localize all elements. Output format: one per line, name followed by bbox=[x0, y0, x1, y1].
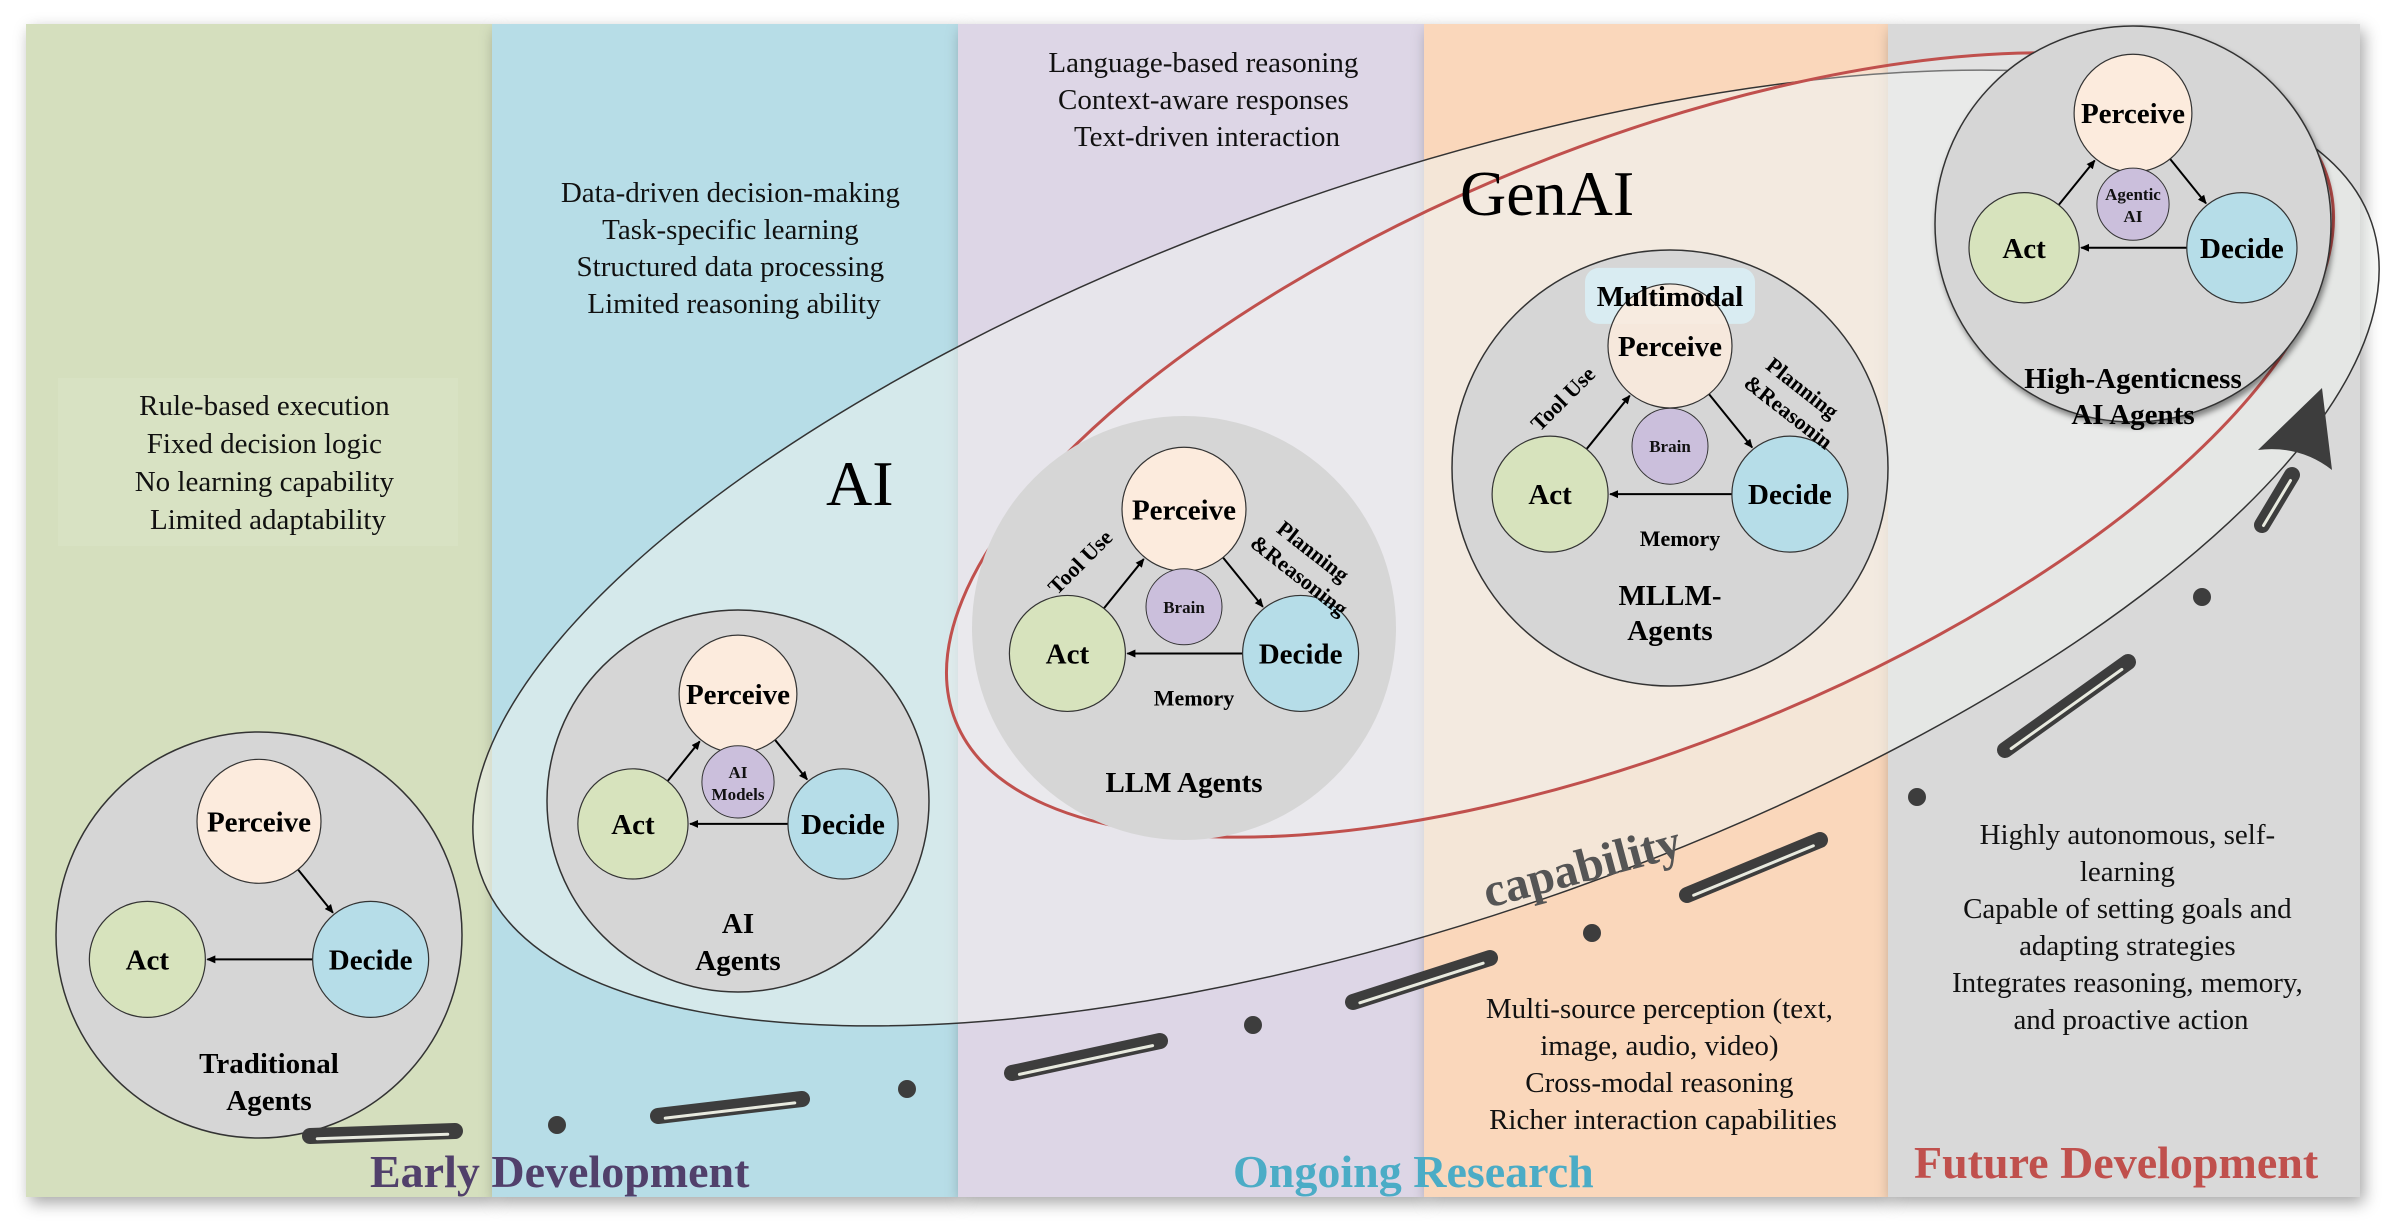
act-label: Act bbox=[2002, 233, 2046, 265]
flow-arrow bbox=[1103, 558, 1145, 609]
agent-title: Agents bbox=[226, 1085, 311, 1117]
trajectory-dot bbox=[1908, 788, 1926, 806]
act-node bbox=[1491, 435, 1609, 553]
agent-title: High-Agenticness bbox=[2024, 363, 2242, 395]
flow-arrow bbox=[2169, 158, 2207, 205]
core-label: Brain bbox=[1163, 598, 1205, 617]
core-node bbox=[2096, 167, 2170, 241]
decide-label: Decide bbox=[329, 944, 413, 976]
future-description: Highly autonomous, self- learning Capabl… bbox=[1952, 819, 2310, 1036]
decide-node bbox=[1241, 594, 1360, 713]
stage-title-future: Future Development bbox=[1914, 1137, 2319, 1188]
llm-description: Language-based reasoning Context-aware r… bbox=[1048, 47, 1365, 153]
multimodal-badge: Multimodal bbox=[1597, 281, 1744, 313]
flow-arrow bbox=[666, 740, 701, 782]
perceive-label: Perceive bbox=[2081, 98, 2185, 130]
agent-title: MLLM- bbox=[1618, 580, 1721, 612]
descriptions: Rule-based execution Fixed decision logi… bbox=[135, 47, 2310, 1136]
flow-arrow bbox=[1585, 394, 1631, 450]
decide-label: Decide bbox=[801, 809, 885, 841]
act-node bbox=[1968, 192, 2080, 304]
core-label: Agentic bbox=[2105, 185, 2161, 204]
decide-label: Decide bbox=[1748, 479, 1832, 511]
trajectory-dot bbox=[1244, 1016, 1262, 1034]
core-node bbox=[701, 745, 775, 819]
flow-arrow bbox=[2057, 159, 2096, 206]
trajectory-dash bbox=[2254, 467, 2300, 533]
ai-region-ellipse bbox=[472, 69, 2380, 1027]
memory-label: Memory bbox=[1154, 685, 1235, 710]
mllm-description: Multi-source perception (text, image, au… bbox=[1486, 993, 1840, 1136]
agent-title: AI bbox=[722, 908, 754, 940]
ai-description: Data-driven decision-making Task-specifi… bbox=[561, 177, 907, 320]
memory-label: Memory bbox=[1640, 526, 1721, 551]
core-node bbox=[1631, 407, 1709, 485]
act-label: Act bbox=[1046, 638, 1090, 670]
flow-arrow bbox=[297, 868, 334, 914]
core-label: AI bbox=[2124, 207, 2143, 226]
trajectory-dot bbox=[2193, 588, 2211, 606]
agent-diagrams: PerceiveDecideActTraditionalAgentsPercei… bbox=[55, 25, 2332, 1139]
trajectory-arrowhead-icon bbox=[2258, 388, 2332, 470]
flow-arrow bbox=[1708, 393, 1753, 449]
decide-label: Decide bbox=[2200, 233, 2284, 265]
perceive-label: Perceive bbox=[686, 679, 790, 711]
core-label: Models bbox=[712, 785, 765, 804]
perceive-label: Perceive bbox=[207, 806, 311, 838]
agent-title: AI Agents bbox=[2071, 399, 2194, 431]
trajectory-dash bbox=[1345, 950, 1498, 1010]
core-label: Brain bbox=[1649, 437, 1691, 456]
core-node bbox=[1145, 568, 1223, 646]
genai-region-label: GenAI bbox=[1460, 158, 1634, 229]
act-label: Act bbox=[1528, 479, 1572, 511]
agent-title: Agents bbox=[1627, 615, 1712, 647]
stage-title-ongoing: Ongoing Research bbox=[1233, 1146, 1594, 1197]
decide-node bbox=[1731, 435, 1849, 553]
ai-region-label: AI bbox=[826, 448, 894, 519]
flow-arrow bbox=[1222, 556, 1264, 608]
decide-node bbox=[787, 768, 899, 880]
decide-node bbox=[312, 900, 430, 1018]
flow-arrow bbox=[774, 739, 808, 781]
act-node bbox=[88, 900, 206, 1018]
act-node bbox=[577, 768, 689, 880]
trajectory-dot bbox=[898, 1080, 916, 1098]
trajectory-dash bbox=[1679, 832, 1828, 903]
act-label: Act bbox=[126, 944, 170, 976]
agent-title: Traditional bbox=[199, 1048, 339, 1080]
agent-disc bbox=[55, 731, 463, 1139]
perceive-label: Perceive bbox=[1618, 331, 1722, 363]
trajectory-dash bbox=[1004, 1033, 1168, 1081]
decide-label: Decide bbox=[1259, 638, 1343, 670]
decide-node bbox=[2186, 192, 2298, 304]
trajectory-dash bbox=[1997, 654, 2136, 758]
traditional-description: Rule-based execution Fixed decision logi… bbox=[135, 390, 402, 536]
trajectory-dot bbox=[548, 1116, 566, 1134]
trajectory-dot bbox=[1583, 924, 1601, 942]
trajectory-dash bbox=[302, 1123, 463, 1144]
trajectory-dash bbox=[650, 1091, 810, 1124]
capability-trajectory bbox=[302, 388, 2332, 1144]
stage-title-early: Early Development bbox=[370, 1146, 750, 1197]
perceive-node bbox=[196, 758, 322, 884]
act-label: Act bbox=[611, 809, 655, 841]
core-label: AI bbox=[729, 763, 748, 782]
traditional-description-box bbox=[58, 378, 458, 546]
agent-title: Agents bbox=[695, 945, 780, 977]
act-node bbox=[1008, 594, 1127, 713]
perceive-label: Perceive bbox=[1132, 494, 1236, 526]
agent-title: LLM Agents bbox=[1105, 767, 1262, 799]
